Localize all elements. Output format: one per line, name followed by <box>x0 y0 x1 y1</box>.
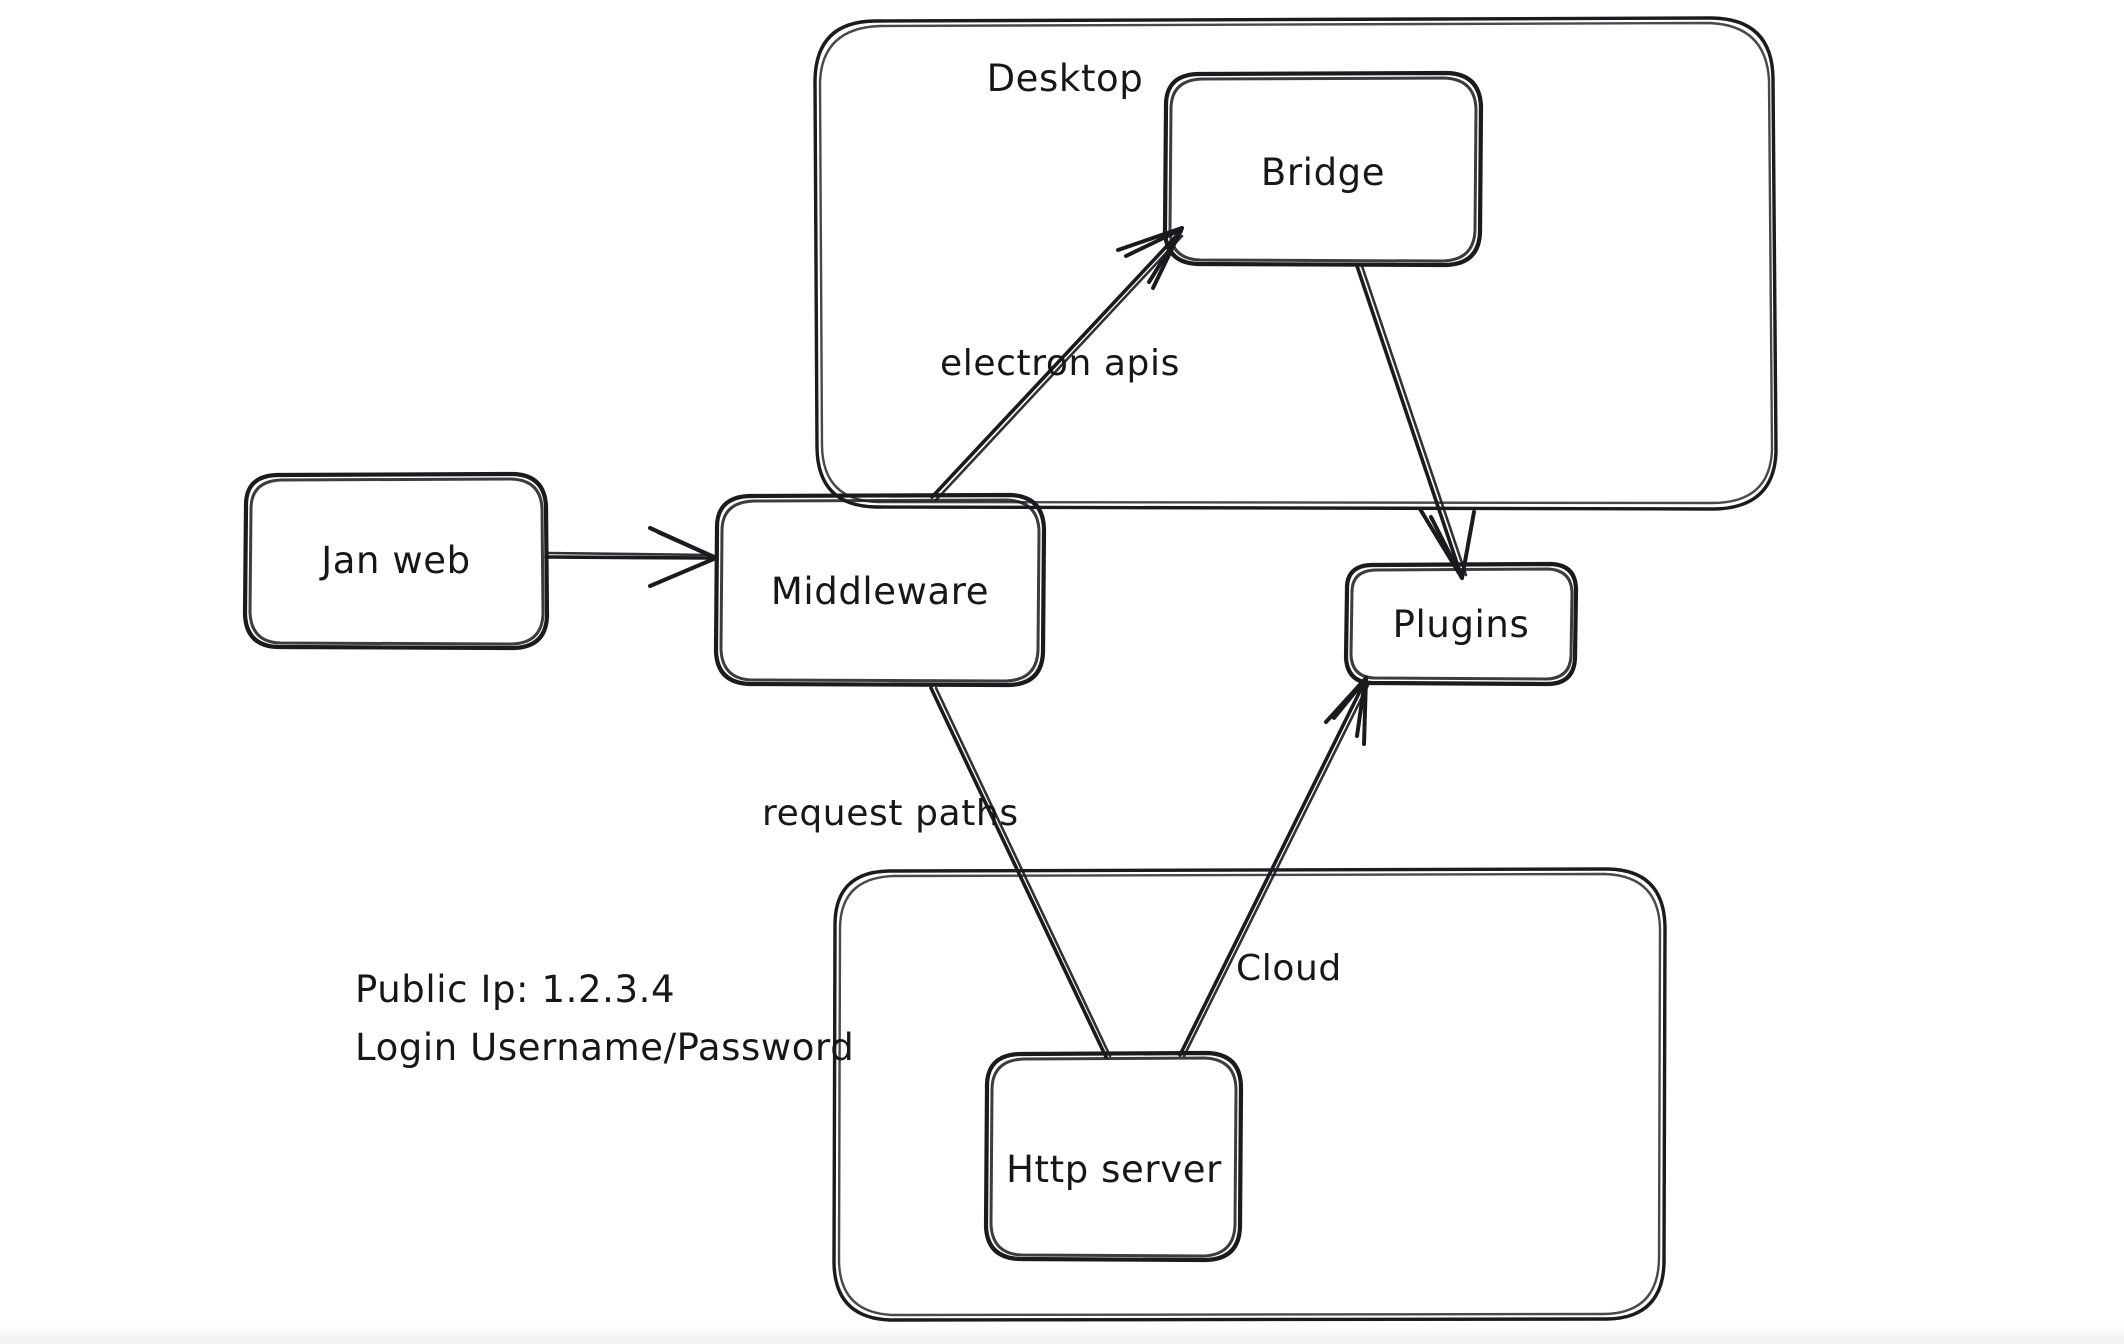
container-label-desktop: Desktop <box>987 57 1144 100</box>
node-label-http-server: Http server <box>1006 1148 1222 1191</box>
node-label-bridge: Bridge <box>1261 151 1385 194</box>
node-plugins[interactable]: Plugins <box>1343 561 1579 687</box>
edge-label-cloud: Cloud <box>1236 948 1342 989</box>
edge-label-electron-apis: electron apis <box>940 343 1180 384</box>
node-middleware[interactable]: Middleware <box>713 492 1047 688</box>
edge-middleware-to-bridge[interactable] <box>930 226 1184 502</box>
note-line-public-ip: Public Ip: 1.2.3.4 <box>355 968 675 1011</box>
edge-http-server-to-plugins[interactable] <box>1178 676 1371 1058</box>
note-line-login: Login Username/Password <box>355 1026 854 1069</box>
node-label-plugins: Plugins <box>1393 603 1530 646</box>
container-cloud[interactable] <box>832 867 1667 1322</box>
note-public-ip: Public Ip: 1.2.3.4 Login Username/Passwo… <box>355 968 854 1069</box>
node-label-jan-web: Jan web <box>319 539 471 582</box>
node-bridge[interactable]: Bridge <box>1162 70 1484 268</box>
node-http-server[interactable]: Http server <box>983 1050 1244 1263</box>
node-jan-web[interactable]: Jan web <box>242 471 550 651</box>
node-label-middleware: Middleware <box>771 570 989 613</box>
edge-middleware-to-http-server[interactable] <box>929 686 1112 1059</box>
container-desktop[interactable] <box>813 16 1778 511</box>
edge-bridge-to-plugins[interactable] <box>1355 264 1476 580</box>
edge-label-request-paths: request paths <box>762 793 1019 834</box>
edge-janweb-to-middleware[interactable] <box>544 526 718 588</box>
